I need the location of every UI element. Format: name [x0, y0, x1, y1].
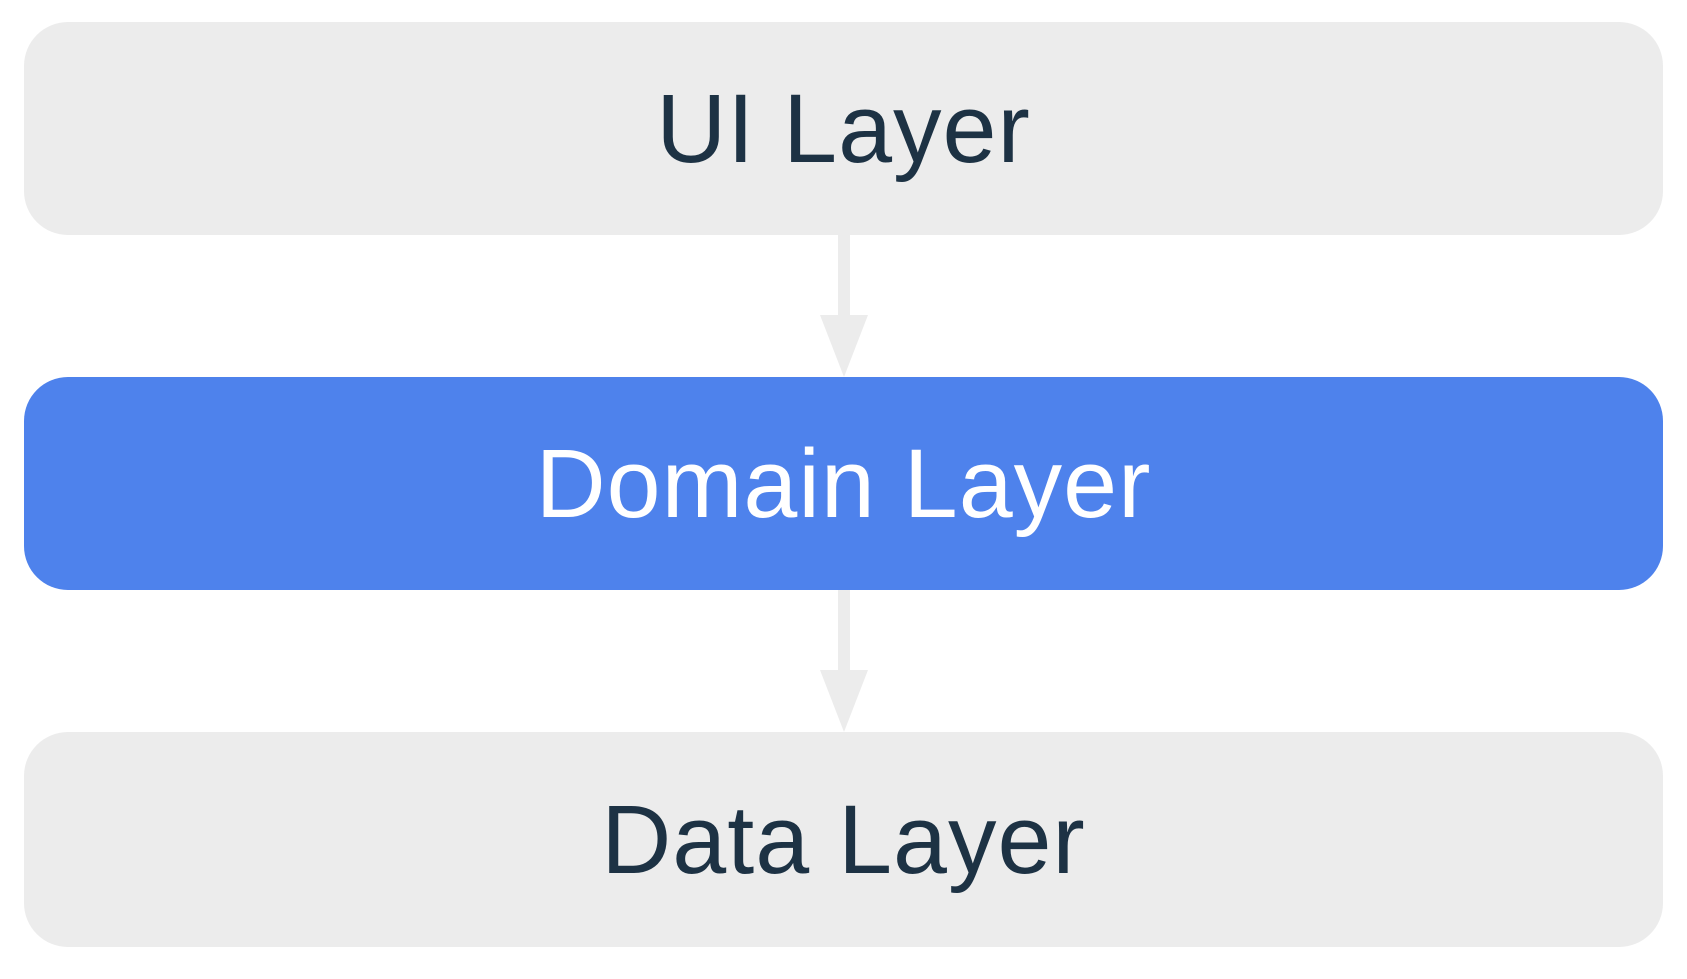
node-data-layer: Data Layer	[24, 732, 1663, 947]
node-domain-layer: Domain Layer	[24, 377, 1663, 590]
arrow-domain-to-data	[24, 590, 1663, 732]
arrow-ui-to-domain	[24, 235, 1663, 377]
down-arrow-icon	[819, 590, 868, 732]
node-domain-layer-label: Domain Layer	[535, 429, 1152, 538]
down-arrow-icon	[819, 235, 868, 377]
node-data-layer-label: Data Layer	[601, 785, 1086, 894]
node-ui-layer: UI Layer	[24, 22, 1663, 235]
node-ui-layer-label: UI Layer	[656, 74, 1031, 183]
